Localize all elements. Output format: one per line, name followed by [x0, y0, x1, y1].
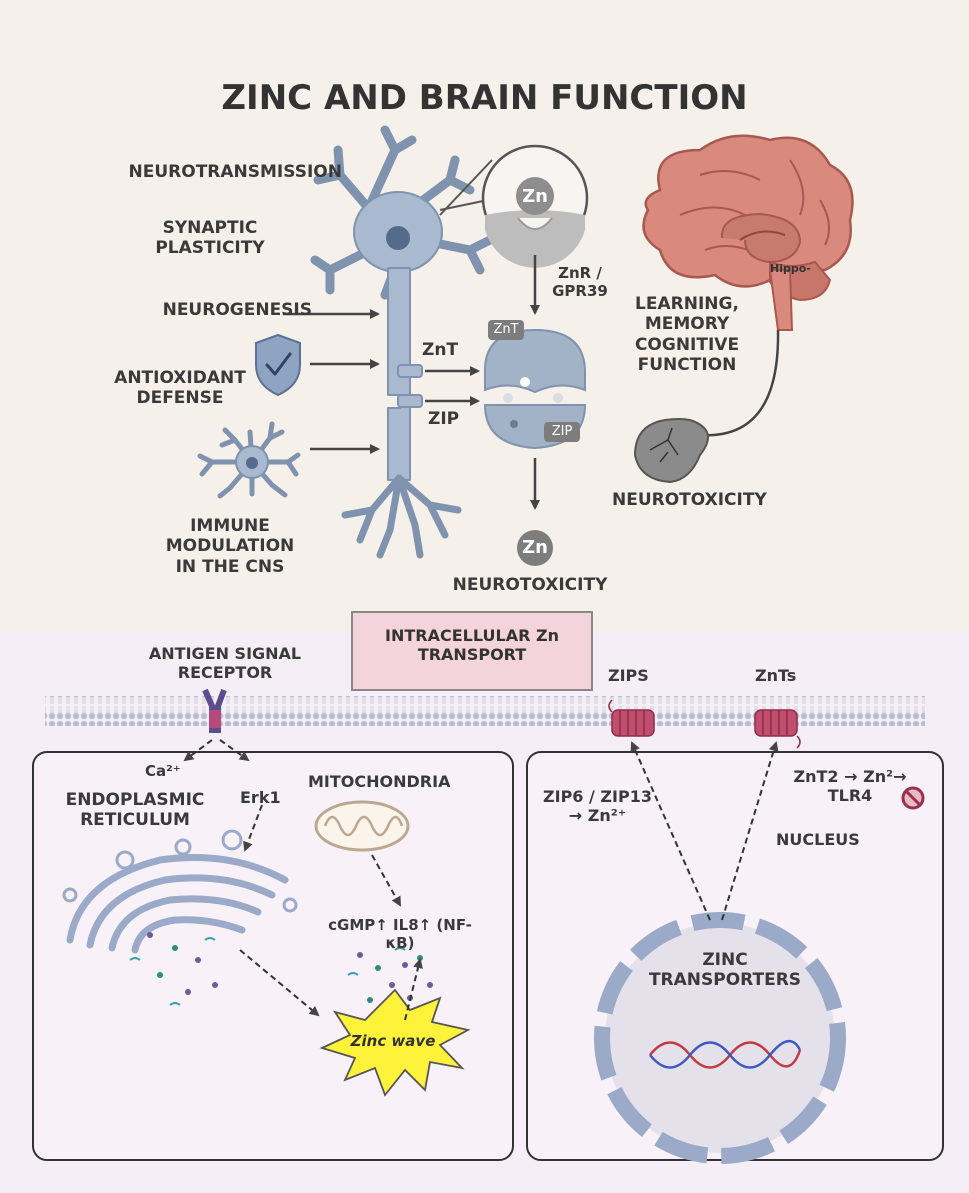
label-neurotoxicity-center: NEUROTOXICITY	[452, 575, 608, 595]
wave-to-cgmp-arrow	[404, 958, 423, 1021]
page-title: ZINC AND BRAIN FUNCTION	[221, 78, 748, 118]
znt-badge-label: ZnT	[493, 322, 519, 337]
zn-bottom-label: Zn	[522, 537, 548, 558]
label-zinc-transporters: ZINC TRANSPORTERS	[648, 950, 802, 991]
top-panel-bg	[0, 0, 969, 630]
nucleus-to-zips-arrow	[630, 741, 711, 921]
label-zip6-zip13: ZIP6 / ZIP13 → Zn²⁺	[543, 787, 652, 826]
prohibition-icon	[901, 786, 925, 810]
zips-channel-icon	[608, 699, 655, 737]
znt-badge-bg	[488, 320, 524, 340]
brain-link-line	[689, 329, 780, 437]
damaged-neuron-icon	[633, 418, 709, 484]
label-cgmp: cGMP↑ IL8↑ (NF- κB)	[328, 916, 472, 952]
label-znr-gpr39: ZnR / GPR39	[552, 264, 608, 300]
label-mitochondria: MITOCHONDRIA	[308, 772, 451, 791]
nucleus-to-znts-arrow	[721, 741, 779, 921]
label-nucleus: NUCLEUS	[776, 830, 860, 849]
brain-icon	[642, 134, 854, 331]
label-erk1: Erk1	[240, 788, 281, 807]
zn-bottom-icon	[517, 530, 553, 566]
label-zip: ZIP	[428, 409, 460, 429]
zoom-line-upper	[439, 159, 493, 216]
label-er: ENDOPLASMIC RETICULUM	[65, 790, 205, 831]
label-synaptic-plasticity: SYNAPTIC PLASTICITY	[155, 218, 265, 259]
erk1-arrow	[219, 739, 250, 762]
label-hippo: Hippo-	[770, 262, 811, 275]
intracellular-box-label: INTRACELLULAR Zn TRANSPORT	[385, 626, 559, 665]
ca-arrow	[183, 739, 213, 762]
neuron-nucleus	[386, 226, 410, 250]
label-znt: ZnT	[422, 340, 459, 360]
label-znts: ZnTs	[755, 666, 797, 685]
nuclear-envelope	[594, 912, 846, 1164]
neuron	[310, 125, 495, 559]
intracellular-box	[351, 611, 593, 691]
zinc-wave-burst	[319, 988, 471, 1097]
mitochondria-icon	[314, 800, 410, 852]
zn-ion-label: Zn	[522, 186, 548, 207]
dna-icon	[649, 1040, 802, 1069]
label-antioxidant-defense: ANTIOXIDANT DEFENSE	[114, 368, 246, 409]
receptor-icon	[202, 688, 227, 733]
label-zinc-wave: Zinc wave	[350, 1032, 436, 1050]
er-particles	[129, 932, 218, 1006]
zn-ion-icon	[516, 177, 554, 215]
er-icon	[66, 854, 289, 954]
zoom-line-lower	[439, 199, 489, 211]
znts-channel-icon	[754, 709, 801, 749]
label-zips: ZIPS	[608, 666, 649, 685]
label-antigen-receptor: ANTIGEN SIGNAL RECEPTOR	[148, 644, 302, 683]
zinc-particles	[347, 947, 433, 1003]
er-to-wave-arrow	[239, 949, 320, 1017]
nucleus-icon	[605, 923, 835, 1153]
label-neurogenesis: NEUROGENESIS	[162, 300, 312, 320]
zip-badge-bg	[544, 422, 580, 442]
label-neurotransmission: NEUROTRANSMISSION	[128, 162, 342, 182]
erk1-er-arrow	[243, 804, 263, 852]
label-learning-memory: LEARNING, MEMORY COGNITIVE FUNCTION	[634, 294, 740, 376]
label-znt2-tlr4: ZnT2 → Zn²→ TLR4	[793, 767, 907, 806]
label-neurotoxicity-right: NEUROTOXICITY	[612, 490, 767, 510]
label-immune-modulation: IMMUNE MODULATION IN THE CNS	[165, 516, 295, 577]
zip-badge-label: ZIP	[551, 424, 573, 439]
label-ca: Ca²⁺	[145, 762, 181, 780]
synapse-cleft	[485, 210, 585, 268]
shield-icon	[255, 333, 301, 397]
